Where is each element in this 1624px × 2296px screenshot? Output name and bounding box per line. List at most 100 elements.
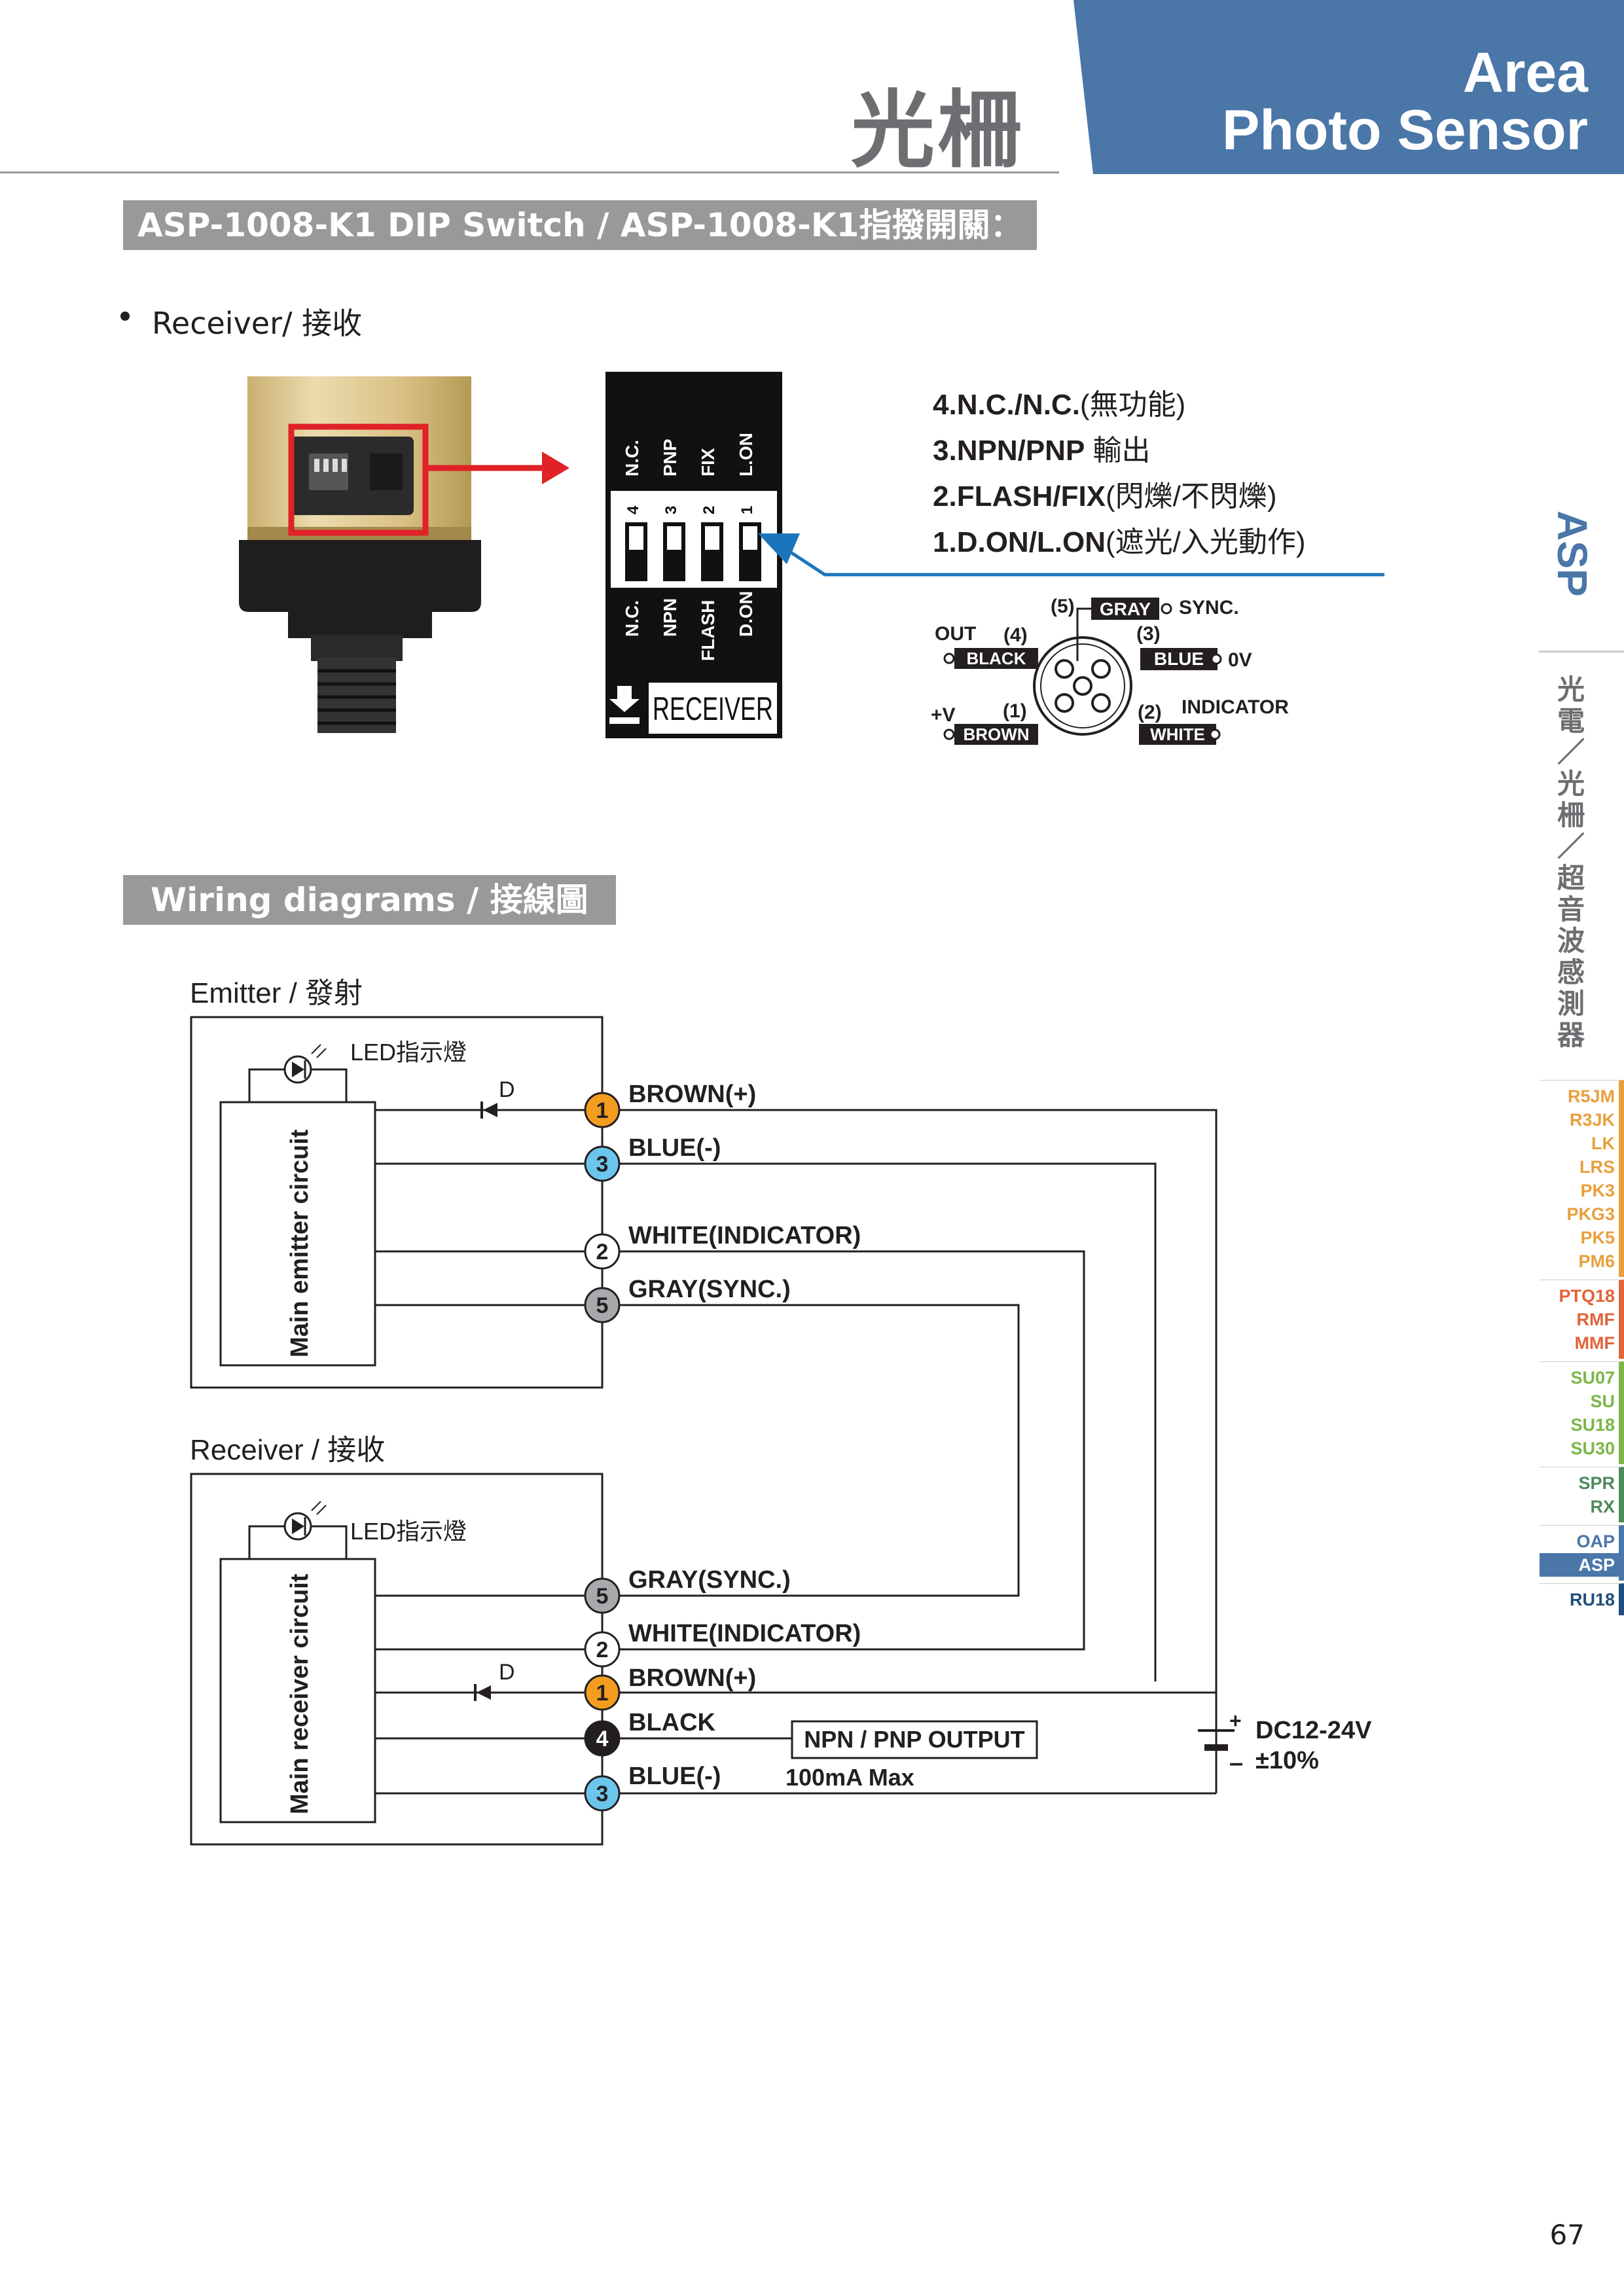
supply-minus: – (1229, 1749, 1243, 1777)
receiver-pin2-number: 2 (596, 1638, 609, 1662)
emitter-pin1-number: 1 (596, 1098, 609, 1123)
gray-tag: GRAY (1100, 599, 1151, 619)
dip-bottom-label-2: FLASH (698, 600, 718, 661)
receiver-wire-black: BLACK (628, 1709, 716, 1736)
sidebar-tab-r3jk[interactable]: R3JK (1569, 1110, 1615, 1130)
section-heading-wiring: Wiring diagrams / 接線圖 (123, 875, 616, 925)
emitter-wire-gray: GRAY(SYNC.) (628, 1276, 791, 1303)
emitter-led-icon (283, 1044, 327, 1084)
receiver-pin4-circle (584, 1720, 621, 1757)
sidebar-tab-pm6[interactable]: PM6 (1578, 1251, 1615, 1271)
emitter-circuit-label: Main emitter circuit (286, 1129, 314, 1357)
dip-bottom-label-4: N.C. (622, 600, 642, 637)
output-spec-label: 100mA Max (785, 1764, 914, 1791)
sidebar-tab-pkg3[interactable]: PKG3 (1566, 1204, 1615, 1224)
receiver-led-label: LED指示燈 (350, 1518, 467, 1545)
section-heading-dip: ASP-1008-K1 DIP Switch / ASP-1008-K1指撥開關… (123, 200, 1038, 250)
receiver-pin4-number: 4 (596, 1727, 609, 1751)
sidebar-product-label: ASP (1549, 511, 1596, 597)
blue-tag: BLUE (1154, 649, 1204, 669)
dip-number-1: 1 (738, 506, 756, 514)
sidebar-tab-asp[interactable]: ASP (1540, 1553, 1619, 1577)
zero-v-label: 0V (1228, 649, 1252, 671)
out-label: OUT (935, 623, 976, 645)
receiver-pin3-number: 3 (596, 1782, 609, 1806)
sidebar-tab-ru18[interactable]: RU18 (1569, 1590, 1615, 1609)
connector-pinout: (5) SYNC. OUT (4) (3) 0V +V (1) (2) INDI… (931, 596, 1289, 745)
header-banner (1074, 0, 1624, 174)
pin2-number: (2) (1138, 702, 1162, 723)
emitter-diode-icon (480, 1102, 497, 1119)
power-supply-icon (1198, 1729, 1235, 1751)
sidebar-tab-group: SPR RX (1540, 1467, 1624, 1522)
receiver-pin1-circle (584, 1674, 621, 1711)
emitter-diode-label: D (499, 1077, 515, 1102)
sidebar-tab-su07[interactable]: SU07 (1570, 1368, 1615, 1388)
black-tag: BLACK (967, 649, 1026, 668)
page-number: 67 (1549, 2219, 1585, 2251)
receiver-pin5-number: 5 (596, 1584, 609, 1609)
bullet-receiver: Receiver/ 接收 (152, 306, 363, 341)
emitter-wire-brown: BROWN(+) (628, 1081, 756, 1108)
dip-desc-2: 2.FLASH/FIX(閃爍/不閃爍) (933, 480, 1277, 512)
highlight-arrow-red (288, 423, 569, 536)
emitter-pin5-circle (584, 1287, 621, 1323)
switch-pointer-arrow (758, 533, 1384, 577)
sidebar-tab-rmf[interactable]: RMF (1576, 1310, 1615, 1329)
white-tag: WHITE (1150, 725, 1205, 744)
receiver-circuit-label: Main receiver circuit (286, 1573, 314, 1814)
sidebar-tab-lrs[interactable]: LRS (1579, 1157, 1615, 1177)
sidebar-tab-su30[interactable]: SU30 (1570, 1439, 1615, 1458)
dip-desc-3: 3.NPN/PNP 輸出 (933, 435, 1151, 467)
sidebar-tab-oap[interactable]: OAP (1576, 1532, 1615, 1551)
dip-number-3: 3 (662, 506, 680, 514)
sidebar-tab-rx[interactable]: RX (1590, 1497, 1615, 1516)
sidebar-tab-pk3[interactable]: PK3 (1580, 1181, 1615, 1200)
page-title-cn: 光柵 (851, 82, 1024, 179)
dip-desc-1: 1.D.ON/L.ON(遮光/入光動作) (933, 526, 1306, 558)
emitter-pin2-number: 2 (596, 1240, 609, 1265)
emitter-wire-blue: BLUE(-) (628, 1134, 721, 1162)
sidebar-tab-su[interactable]: SU (1590, 1391, 1615, 1411)
sidebar-tab-spr[interactable]: SPR (1578, 1473, 1615, 1493)
sidebar-tab-r5jm[interactable]: R5JM (1567, 1086, 1615, 1106)
sidebar-tab-lk[interactable]: LK (1591, 1134, 1615, 1153)
supply-tolerance: ±10% (1255, 1747, 1319, 1774)
sidebar-tab-pk5[interactable]: PK5 (1580, 1228, 1615, 1247)
pin1-number: (1) (1003, 700, 1027, 722)
dip-bottom-label-1: D.ON (736, 591, 756, 637)
dip-desc-4: 4.N.C./N.C.(無功能) (933, 389, 1186, 421)
dip-top-label-1: L.ON (736, 433, 756, 476)
output-type-label: NPN / PNP OUTPUT (804, 1726, 1024, 1753)
dip-switch-panel: N.C. PNP FIX L.ON 4 3 2 1 N.C. NPN FLASH… (605, 372, 782, 738)
receiver-diode-label: D (499, 1660, 515, 1685)
sensor-photo (239, 376, 481, 733)
dip-bottom-label-3: NPN (660, 598, 680, 637)
sidebar-category-cn: 光電／光柵／超音波感測器 (1557, 673, 1585, 1051)
receiver-title: Receiver / 接收 (190, 1434, 385, 1466)
receiver-pin5-circle (584, 1577, 621, 1614)
sidebar-tab-su18[interactable]: SU18 (1570, 1415, 1615, 1435)
dip-top-label-2: FIX (698, 448, 718, 476)
sidebar-tab-mmf[interactable]: MMF (1574, 1333, 1615, 1353)
pin5-number: (5) (1051, 596, 1075, 617)
brown-tag: BROWN (963, 725, 1029, 744)
receiver-pin2-circle (584, 1631, 621, 1668)
header-rule (0, 171, 1059, 173)
receiver-diode-icon (474, 1684, 491, 1701)
emitter-pin5-number: 5 (596, 1293, 609, 1318)
dip-number-2: 2 (700, 506, 718, 514)
receiver-wire-gray: GRAY(SYNC.) (628, 1566, 791, 1594)
receiver-wire-blue: BLUE(-) (628, 1763, 721, 1790)
emitter-box (190, 1016, 604, 1389)
dip-number-4: 4 (624, 505, 642, 514)
sidebar-tab-ptq18[interactable]: PTQ18 (1559, 1286, 1615, 1306)
receiver-pin1-number: 1 (596, 1681, 609, 1706)
receiver-pin3-circle (584, 1775, 621, 1812)
wiring-diagram: 1 3 2 5 5 2 1 4 3 BROWN(+) BLUE(-) WHITE… (190, 977, 1372, 1846)
supply-voltage: DC12-24V (1255, 1717, 1372, 1744)
